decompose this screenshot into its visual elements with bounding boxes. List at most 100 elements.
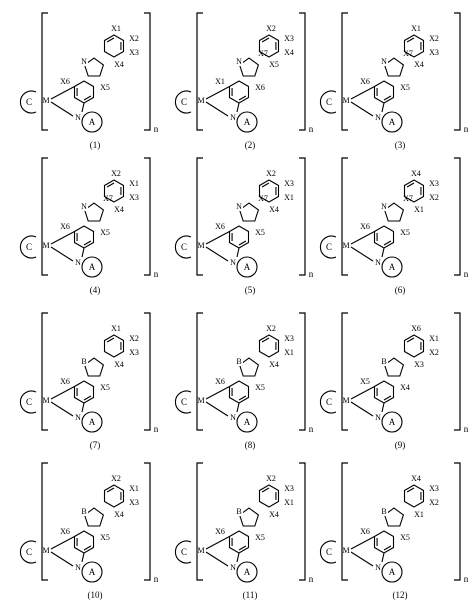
- ring-c-label: C: [326, 547, 332, 557]
- upper-benzene-ring: [103, 484, 125, 508]
- heteroatom-label: N: [381, 202, 387, 211]
- ring-to-n-bond: [236, 402, 240, 413]
- label-mask: [380, 202, 388, 211]
- upper-benzene-ring: [103, 34, 125, 58]
- donor-n-label: N: [230, 258, 236, 267]
- substituent-label: X2: [266, 169, 276, 178]
- ring-a: [236, 411, 258, 433]
- heteroatom-label: B: [81, 507, 86, 516]
- ring-to-n-bond: [81, 102, 85, 113]
- substituent-label: X4: [114, 60, 124, 69]
- metal-label: M: [342, 96, 349, 105]
- double-bond: [383, 240, 392, 246]
- ring-a: [236, 256, 258, 278]
- ring-c-label: C: [181, 97, 187, 107]
- metal-label: M: [197, 546, 204, 555]
- ring-to-n-bond: [236, 552, 240, 563]
- substituent-label: X6: [60, 527, 70, 536]
- label-mask: [380, 357, 388, 366]
- ring-to-n-bond: [236, 247, 240, 258]
- substituent-label: X5: [360, 377, 370, 386]
- substituent-label: X2: [266, 24, 276, 33]
- right-bracket: [299, 312, 306, 431]
- ring-c-arc: [319, 235, 337, 259]
- substituent-label: X1: [215, 77, 225, 86]
- ring-c-arc: [174, 90, 192, 114]
- ring-c-arc: [19, 235, 37, 259]
- substituent-label: X6: [60, 377, 70, 386]
- substituent-label: X5: [100, 228, 110, 237]
- metal-label: M: [197, 396, 204, 405]
- substituent-label: X4: [269, 510, 279, 519]
- compound-label: (11): [243, 590, 258, 600]
- substituent-label: X5: [269, 60, 279, 69]
- right-bracket: [299, 12, 306, 131]
- substituent-label: X4: [411, 169, 421, 178]
- substituent-label: X3: [429, 179, 439, 188]
- metal-label: M: [42, 546, 49, 555]
- substituent-label: X1: [129, 484, 139, 493]
- donor-n-label: N: [375, 113, 381, 122]
- left-bracket: [341, 157, 348, 276]
- ring-c-arc: [319, 90, 337, 114]
- ring-a-label: A: [244, 567, 251, 577]
- right-bracket: [454, 12, 461, 131]
- substituent-label: X1: [284, 193, 294, 202]
- substituent-label: X3: [429, 48, 439, 57]
- metal-carbon-bond: [205, 386, 230, 400]
- double-bond: [238, 545, 247, 551]
- substituent-label: X4: [269, 205, 279, 214]
- upper-benzene-ring: [103, 179, 125, 203]
- substituent-label: X3: [129, 498, 139, 507]
- extra-substituent-label: X7: [403, 194, 413, 203]
- substituent-label: X1: [411, 24, 421, 33]
- metal-carbon-bond: [50, 536, 75, 550]
- metal-carbon-bond: [350, 231, 375, 245]
- subscript-n: n: [309, 124, 314, 134]
- metal-nitrogen-bond: [350, 246, 374, 262]
- label-mask: [235, 507, 243, 516]
- double-bond: [106, 487, 115, 493]
- substituent-label: X6: [215, 377, 225, 386]
- metal-nitrogen-bond: [50, 401, 74, 417]
- ring-to-n-bond: [381, 552, 385, 563]
- ring-to-n-bond: [381, 247, 385, 258]
- substituent-label: X6: [360, 527, 370, 536]
- ring-c-arc: [174, 390, 192, 414]
- ring-to-n-bond: [81, 402, 85, 413]
- substituent-label: X6: [60, 222, 70, 231]
- metal-carbon-bond: [350, 86, 375, 100]
- ring-c-label: C: [26, 547, 32, 557]
- double-bond: [83, 395, 92, 401]
- subscript-n: n: [154, 424, 159, 434]
- ring-to-n-bond: [381, 402, 385, 413]
- donor-n-label: N: [230, 113, 236, 122]
- substituent-label: X1: [429, 334, 439, 343]
- ring-a: [381, 561, 403, 583]
- substituent-label: X2: [266, 474, 276, 483]
- double-bond: [106, 337, 115, 343]
- ring-c-label: C: [326, 97, 332, 107]
- double-bond: [261, 337, 270, 343]
- ring-to-n-bond: [81, 247, 85, 258]
- double-bond: [383, 95, 392, 101]
- metal-label: M: [342, 546, 349, 555]
- ring-c-arc: [19, 90, 37, 114]
- ring-c-label: C: [181, 242, 187, 252]
- donor-n-label: N: [75, 258, 81, 267]
- substituent-label: X2: [111, 474, 121, 483]
- left-bracket: [41, 312, 48, 431]
- donor-n-label: N: [75, 413, 81, 422]
- substituent-label: X3: [284, 179, 294, 188]
- substituent-label: X6: [360, 77, 370, 86]
- double-bond: [406, 337, 415, 343]
- double-bond: [383, 545, 392, 551]
- metal-nitrogen-bond: [205, 401, 229, 417]
- substituent-label: X2: [429, 498, 439, 507]
- ring-a: [81, 561, 103, 583]
